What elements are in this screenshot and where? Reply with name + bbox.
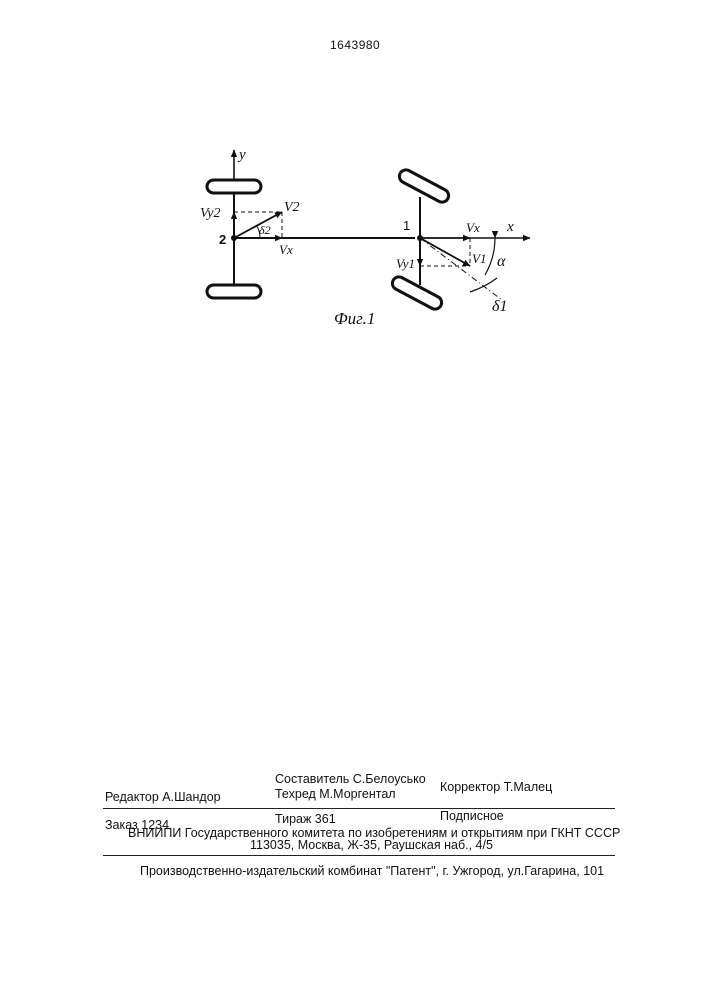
figure-caption: Фиг.1 <box>334 309 375 328</box>
corrector-credit: Корректор Т.Малец <box>440 780 552 794</box>
y-axis-label: y <box>237 147 246 163</box>
compiler-credit: Составитель С.Белоусько <box>275 772 426 786</box>
v1-label: V1 <box>472 251 486 266</box>
front-wheel-plane-line <box>420 238 502 300</box>
publisher-line: Производственно-издательский комбинат "П… <box>140 864 604 878</box>
vy2-label: Vy2 <box>200 206 220 221</box>
rear-left-wheel <box>207 180 261 193</box>
vx-rear-label: Vx <box>279 242 293 257</box>
alpha-label: α <box>497 253 506 270</box>
vx-front-label: Vx <box>466 220 480 235</box>
x-axis-label: x <box>506 219 514 235</box>
delta1-label: δ1 <box>492 298 507 315</box>
divider-2 <box>103 855 615 856</box>
techred-credit: Техред М.Моргентал <box>275 787 396 801</box>
point-1-label: 1 <box>403 218 410 233</box>
front-right-wheel <box>390 275 444 312</box>
point-2-dot <box>231 235 237 241</box>
subscription-note: Подписное <box>440 809 504 823</box>
v2-label: V2 <box>284 200 300 215</box>
alpha-arc <box>485 238 495 275</box>
figure-1-diagram: y x Vy2 V2 2 δ2 Vx 1 Vx Vy1 V1 α δ1 Фиг.… <box>0 0 707 360</box>
circulation: Тираж 361 <box>275 812 336 826</box>
vy1-label: Vy1 <box>396 256 415 271</box>
address-line: 113035, Москва, Ж-35, Раушская наб., 4/5 <box>250 838 493 852</box>
point-2-label: 2 <box>219 232 226 247</box>
point-1-dot <box>417 235 423 241</box>
v1-arrow <box>420 238 470 266</box>
front-left-wheel <box>397 168 451 205</box>
delta1-arc <box>470 278 497 292</box>
delta2-label: δ2 <box>259 223 271 237</box>
editor-credit: Редактор А.Шандор <box>105 790 221 804</box>
rear-right-wheel <box>207 285 261 298</box>
v2-arrow <box>234 212 282 238</box>
divider-1 <box>103 808 615 809</box>
